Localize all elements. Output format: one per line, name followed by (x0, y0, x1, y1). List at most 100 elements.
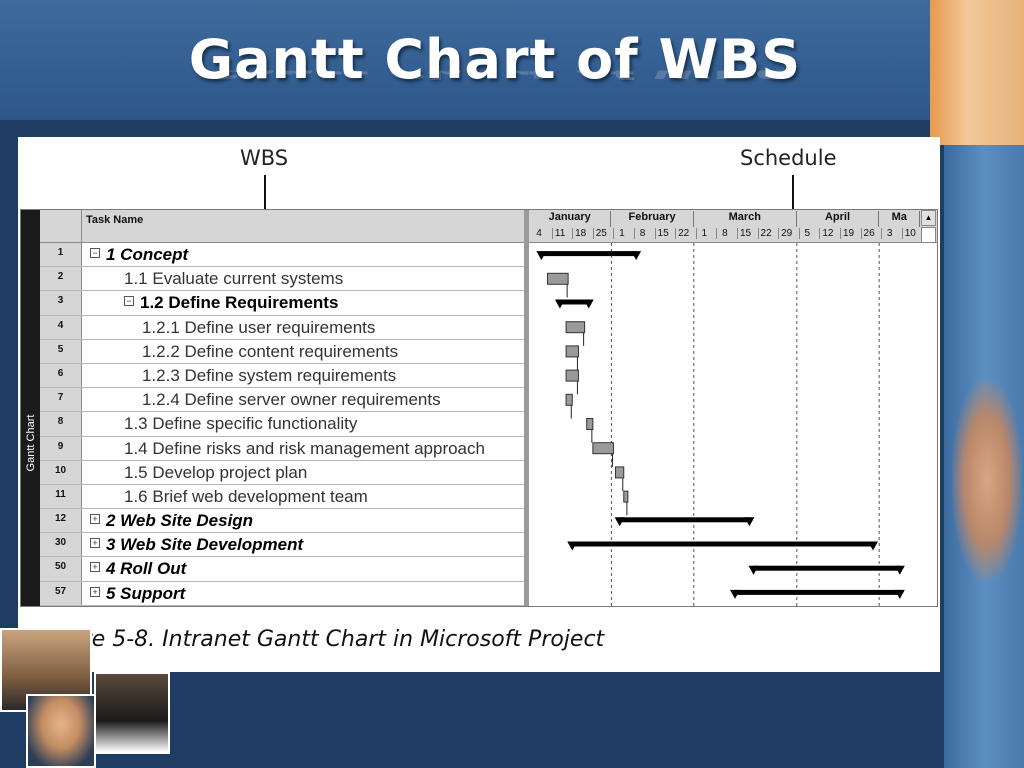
task-name-cell: 3 Web Site Development (106, 535, 304, 555)
task-name-header[interactable]: Task Name (86, 214, 144, 226)
decorative-people-photo (94, 672, 170, 754)
timescale-day: 19 (840, 228, 856, 239)
timescale-day: 25 (592, 228, 609, 239)
task-bar (623, 490, 629, 503)
task-name-cell: 1.6 Brief web development team (124, 486, 368, 506)
task-id-cell[interactable]: 1 (40, 243, 82, 267)
task-id-cell[interactable]: 9 (40, 436, 82, 460)
decorative-people-photo (26, 694, 96, 768)
task-id-cell[interactable]: 3 (40, 291, 82, 315)
timescale-month: February (611, 211, 694, 227)
task-id-cell[interactable]: 8 (40, 412, 82, 436)
timescale-day: 18 (572, 228, 588, 239)
summary-bar (541, 251, 637, 257)
task-name-cell: 1.5 Develop project plan (124, 462, 308, 482)
timescale-day: 8 (634, 228, 650, 239)
expand-icon[interactable]: + (90, 586, 100, 597)
task-row[interactable]: 10 1.5 Develop project plan (40, 460, 524, 485)
expand-icon[interactable]: + (90, 538, 100, 549)
task-id-cell[interactable]: 5 (40, 339, 82, 363)
timescale-day: 12 (819, 228, 835, 239)
task-row[interactable]: 8 1.3 Define specific functionality (40, 412, 524, 437)
task-id-cell[interactable]: 2 (40, 267, 82, 291)
task-id-cell[interactable]: 50 (40, 557, 82, 581)
summary-bar-end (631, 251, 642, 261)
summary-bar-end (868, 541, 879, 551)
task-row[interactable]: 11 1.6 Brief web development team (40, 484, 524, 510)
summary-bar (753, 565, 900, 571)
summary-bar-end (567, 541, 578, 551)
timescale-day: 8 (716, 228, 732, 239)
pane-splitter[interactable] (524, 210, 529, 606)
task-id-cell[interactable]: 57 (40, 581, 82, 605)
task-row[interactable]: 3−1.2 Define Requirements (40, 291, 524, 316)
task-row[interactable]: 30 +3 Web Site Development (40, 533, 524, 558)
task-row[interactable]: 5 1.2.2 Define content requirements (40, 339, 524, 364)
scroll-up-button[interactable]: ▲ (921, 210, 936, 226)
schedule-label: Schedule (740, 146, 837, 170)
task-name-cell: 1 Concept (106, 245, 189, 264)
collapse-icon[interactable]: − (90, 248, 100, 258)
task-grid-header: Task Name (40, 210, 524, 243)
task-row[interactable]: 1−1 Concept (40, 243, 524, 268)
summary-bar-end (554, 299, 565, 309)
task-id-cell[interactable]: 10 (40, 460, 82, 484)
timescale-month: January (529, 211, 612, 227)
task-id-cell[interactable]: 11 (40, 484, 82, 509)
task-bar (592, 442, 614, 455)
summary-bar (559, 299, 589, 305)
task-row[interactable]: 50 +4 Roll Out (40, 557, 524, 582)
expand-icon[interactable]: + (90, 562, 100, 573)
task-row[interactable]: 9 1.4 Define risks and risk management ap… (40, 436, 524, 461)
task-row[interactable]: 7 1.2.4 Define server owner requirements (40, 388, 524, 413)
summary-bar-end (583, 299, 594, 309)
expand-icon[interactable]: + (90, 514, 100, 525)
summary-bar-end (894, 589, 905, 599)
task-row[interactable]: 57+5 Support (40, 581, 524, 606)
task-name-cell: 4 Roll Out (106, 559, 187, 579)
task-name-cell: 1.2.4 Define server owner requirements (142, 390, 441, 410)
timescale-month: April (797, 211, 880, 227)
scrollbar-thumb[interactable] (921, 227, 936, 243)
title-band (0, 0, 1024, 120)
timescale-day: 15 (737, 228, 753, 239)
summary-bar-end (730, 589, 740, 599)
task-row[interactable]: 4 1.2.1 Define user requirements (40, 315, 524, 340)
timescale-day: 4 (536, 228, 542, 239)
figure-caption: Figure 5-8. Intranet Gantt Chart in Micr… (36, 627, 605, 652)
task-row[interactable]: 2 1.1 Evaluate current systems (40, 267, 524, 292)
task-id-cell[interactable]: 30 (40, 533, 82, 557)
timescale-day: 29 (778, 228, 794, 239)
task-id-cell[interactable]: 4 (40, 315, 82, 339)
task-id-cell[interactable]: 7 (40, 388, 82, 412)
timescale-day: 15 (654, 228, 671, 239)
gantt-bars (536, 243, 905, 606)
collapse-icon[interactable]: − (124, 296, 134, 307)
id-header-cell[interactable] (40, 210, 82, 243)
view-bar[interactable]: Gantt Chart (21, 210, 40, 606)
task-bar (565, 393, 573, 406)
timescale-day: 1 (695, 228, 712, 239)
task-name-cell: 1.3 Define specific functionality (124, 414, 358, 434)
task-name-cell: 1.1 Evaluate current systems (124, 269, 344, 289)
wbs-label: WBS (240, 146, 289, 170)
task-bar (565, 321, 586, 334)
timescale-day: 3 (881, 228, 897, 239)
task-bar (565, 345, 579, 358)
summary-bar (619, 517, 750, 523)
decorative-orange-tile (930, 0, 1024, 145)
task-bar (565, 369, 579, 382)
task-name-cell: 2 Web Site Design (106, 511, 254, 531)
task-id-cell[interactable]: 6 (40, 363, 82, 388)
task-id-cell[interactable]: 12 (40, 509, 82, 533)
task-name-cell: 1.4 Define risks and risk management app… (124, 438, 485, 458)
task-row[interactable]: 12 +2 Web Site Design (40, 509, 524, 534)
timescale-day: 22 (675, 228, 691, 239)
task-name-cell: 1.2.2 Define content requirements (142, 341, 399, 361)
task-name-cell: 1.2.1 Define user requirements (142, 317, 376, 337)
timescale-day: 1 (613, 228, 629, 239)
